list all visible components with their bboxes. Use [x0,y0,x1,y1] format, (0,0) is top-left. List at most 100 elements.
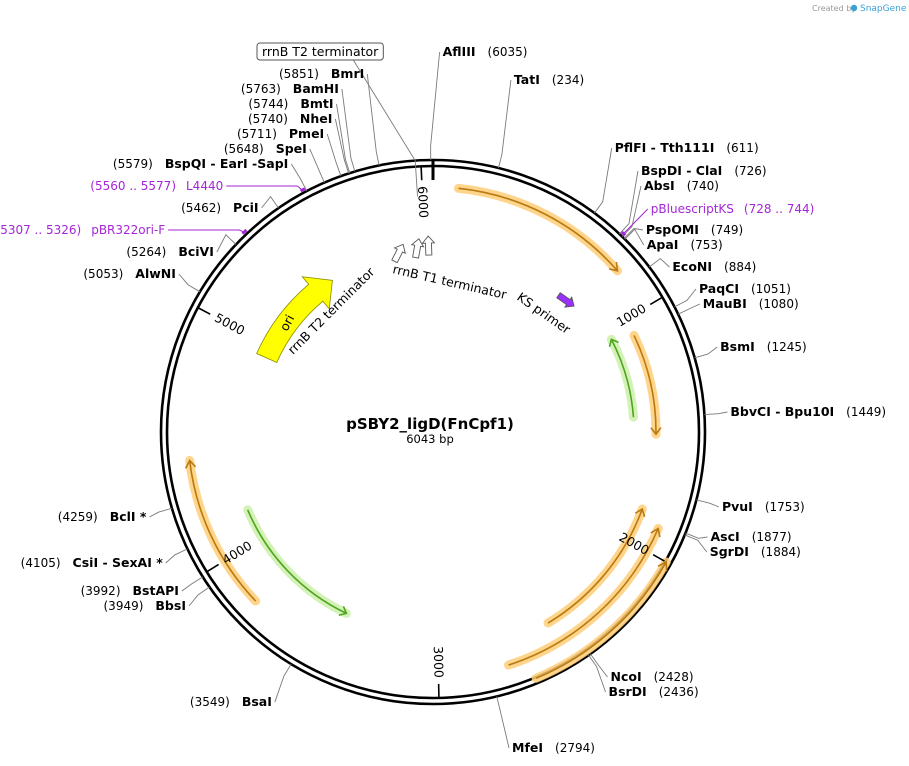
primer-leader [168,229,246,233]
site-bmti: BmtI(5744) [248,96,333,111]
site-name: BclI * [110,509,147,524]
tick-mark [649,297,662,306]
orf-glow [606,334,638,422]
site-position: (1753) [765,500,805,514]
orf-arrow [543,504,647,628]
site-name: BbvCI - Bpu10I [730,404,834,419]
site-name: PspOMI [646,222,699,237]
tick-label: 4000 [220,538,255,568]
rrnb-t2-terminator-arrow-2 [410,238,425,259]
snapgene-logo-icon [850,4,858,12]
site-name: ApaI [647,237,679,252]
site-position: (5851) [279,67,319,81]
site-name: BspDI - ClaI [641,163,722,178]
tick-label: 6000 [415,186,431,218]
site-position: (234) [552,73,584,87]
orf-arrow [243,505,351,618]
snapgene-credit: Created by SnapGene [812,4,907,14]
site-position: (5053) [83,267,123,281]
site-leader [366,73,380,166]
site-leader [178,273,201,293]
site-position: (5648) [224,142,264,156]
site-afliii: AflIII(6035) [443,44,528,59]
site-position: (884) [724,260,756,274]
site-leader [623,227,643,239]
orf-arrow [531,557,671,683]
site-bsmi: BsmI(1245) [720,339,807,354]
site-name: BmtI [300,96,333,111]
orf-arrowhead [650,527,661,538]
site-position: (5579) [113,157,153,171]
site-position: (5711) [237,127,277,141]
site-leader [216,234,237,253]
site-position: (5462) [181,201,221,215]
site-bcli: BclI * (4259) [58,509,147,524]
orf-arrowhead [338,606,348,617]
site-position: (1080) [759,297,799,311]
site-leader [188,586,210,607]
tick-label: 1000 [614,300,649,329]
site-name: NcoI [610,669,641,684]
site-bamhi: BamHI (5763) [241,81,339,96]
tick-mark [207,563,220,572]
site-position: (5763) [241,82,281,96]
plasmid-center-label: pSBY2_ligD(FnCpf1) 6043 bp [346,415,514,446]
tick-label: 3000 [431,646,447,678]
site-leader [181,576,204,592]
primer-range: (5560 .. 5577) [90,179,176,193]
site-pflfi-tth111i: PflFI - Tth111I(611) [615,140,759,155]
site-leader [498,79,512,169]
orf-line [188,460,257,602]
site-ncoi: NcoI (2428) [610,669,693,684]
site-labels: AflIII(6035)TatI(234)PflFI - Tth111I(611… [0,42,886,755]
rrnb-t2-terminator-arrow [391,243,406,264]
callout-text: rrnB T2 terminator [262,44,379,59]
site-name: BsaI [242,694,272,709]
primer-name: L4440 [186,179,223,193]
primer-l4440: L4440 (5560 .. 5577) [90,179,223,193]
tick-mark [198,307,211,315]
site-position: (740) [687,179,719,193]
site-position: (5740) [248,112,288,126]
label-leaders [149,51,728,749]
site-csii-sexai: CsiI - SexAI *(4105) [21,555,164,570]
site-bsai: BsaI(3549) [190,694,272,709]
site-leader [588,654,606,693]
site-leader [341,88,356,172]
primer-name: pBR322ori-F [91,223,165,237]
site-maubi: MauBI(1080) [703,296,799,311]
site-bspdi-clai: BspDI - ClaI (726) [641,163,767,178]
orf-arrowhead [184,459,197,469]
site-name: BciVI [178,244,214,259]
site-bbvci-bpu10i: BbvCI - Bpu10I(1449) [730,404,886,419]
site-position: (726) [734,164,766,178]
site-name: PvuI [722,499,753,514]
site-name: SgrDI [710,544,749,559]
site-position: (753) [690,238,722,252]
orf-arrowhead [657,560,668,572]
site-leader [684,534,708,553]
site-position: (3992) [81,584,121,598]
site-name: PmeI [289,126,324,141]
orf-glow [185,456,261,606]
site-leader [594,147,613,214]
site-pmei: PmeI (5711) [237,126,324,141]
site-position: (4105) [21,556,61,570]
site-pvui: PvuI (1753) [722,499,805,514]
site-name: BmrI [331,66,364,81]
site-bstapi: BstAPI(3992) [81,583,179,598]
site-name: PciI [233,200,259,215]
site-name: BbsI [155,598,186,613]
orf-glow [243,505,351,618]
site-name: BamHI [293,81,339,96]
site-pspomi: PspOMI(749) [646,222,743,237]
site-name: SpeI [276,141,307,156]
site-position: (4259) [58,510,98,524]
orf-arrowhead [608,261,619,272]
callout-leader [352,59,416,161]
site-position: (2428) [654,670,694,684]
site-leader [165,548,188,564]
callout-box [256,42,384,61]
site-position: (2436) [659,685,699,699]
